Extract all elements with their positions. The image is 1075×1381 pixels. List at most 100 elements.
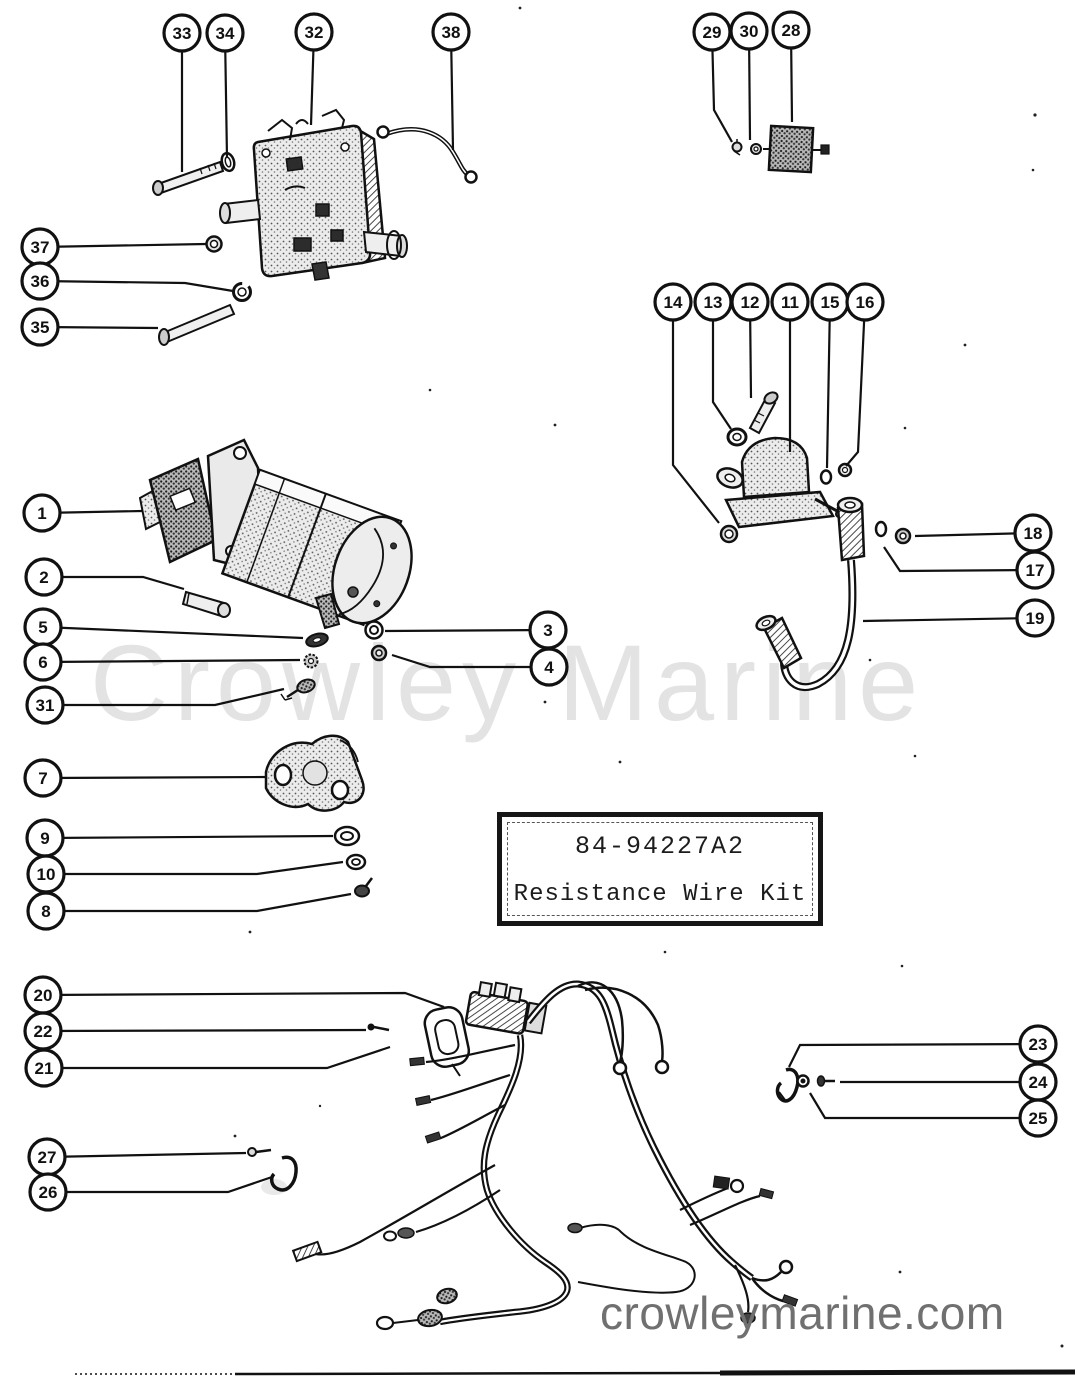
callout-17: 17 bbox=[1015, 550, 1055, 590]
callout-leader-20 bbox=[42, 991, 445, 1009]
nut-37 bbox=[205, 235, 223, 253]
svg-text:28: 28 bbox=[782, 21, 801, 40]
nut-4 bbox=[370, 644, 388, 662]
callout-leader-19 bbox=[862, 616, 1036, 623]
callout-3: 3 bbox=[528, 610, 568, 650]
callout-38: 38 bbox=[431, 12, 471, 52]
screw-27 bbox=[247, 1147, 272, 1157]
callout-37: 37 bbox=[20, 227, 60, 267]
callout-leader-8 bbox=[46, 892, 352, 913]
svg-text:26: 26 bbox=[39, 1183, 58, 1202]
callout-32: 32 bbox=[294, 12, 334, 52]
svg-text:37: 37 bbox=[31, 238, 50, 257]
svg-text:24: 24 bbox=[1029, 1073, 1048, 1092]
screw-24 bbox=[816, 1075, 835, 1087]
callout-30: 30 bbox=[729, 11, 769, 51]
wire-38 bbox=[376, 125, 478, 184]
callout-leader-15 bbox=[825, 301, 832, 469]
svg-text:3: 3 bbox=[543, 621, 552, 640]
callout-leader-27 bbox=[46, 1151, 247, 1159]
svg-text:1: 1 bbox=[37, 504, 46, 523]
cable-lug-top bbox=[836, 496, 866, 562]
callout-25: 25 bbox=[1018, 1098, 1058, 1138]
terminal-31 bbox=[280, 678, 316, 701]
callout-7: 7 bbox=[23, 758, 63, 798]
star-washer-6 bbox=[303, 653, 319, 669]
callout-10: 10 bbox=[26, 854, 66, 894]
callout-leader-9 bbox=[44, 834, 334, 840]
callout-19: 19 bbox=[1015, 598, 1055, 638]
svg-text:31: 31 bbox=[36, 696, 55, 715]
svg-text:30: 30 bbox=[740, 22, 759, 41]
screw-22 bbox=[367, 1023, 390, 1032]
washer-5 bbox=[305, 632, 329, 648]
svg-text:29: 29 bbox=[703, 23, 722, 42]
svg-text:15: 15 bbox=[821, 293, 840, 312]
callout-36: 36 bbox=[20, 261, 60, 301]
bracket-assembly bbox=[264, 734, 373, 898]
solenoid-body-11 bbox=[716, 436, 849, 529]
callout-9: 9 bbox=[25, 818, 65, 858]
callout-18: 18 bbox=[1013, 513, 1053, 553]
callout-leader-13 bbox=[711, 302, 732, 430]
website-watermark: crowleymarine.com bbox=[600, 1287, 1005, 1339]
svg-text:13: 13 bbox=[704, 293, 723, 312]
svg-text:14: 14 bbox=[664, 293, 683, 312]
screw-8 bbox=[354, 877, 373, 898]
wiring-harness-assembly bbox=[247, 980, 835, 1331]
kit-title: Resistance Wire Kit bbox=[513, 881, 807, 908]
callout-21: 21 bbox=[24, 1048, 64, 1088]
callout-22: 22 bbox=[23, 1011, 63, 1051]
callout-leader-37 bbox=[39, 242, 207, 249]
svg-text:35: 35 bbox=[31, 318, 50, 337]
bracket-7 bbox=[264, 734, 365, 812]
svg-text:19: 19 bbox=[1026, 609, 1045, 628]
regulator-top-tabs bbox=[267, 108, 346, 141]
callout-2: 2 bbox=[24, 557, 64, 597]
callout-23: 23 bbox=[1018, 1024, 1058, 1064]
battery-cable-assembly bbox=[755, 496, 912, 692]
svg-text:6: 6 bbox=[38, 653, 47, 672]
callout-leader-35 bbox=[39, 325, 159, 330]
resistance-wire-kit-box: 84-94227A2 Resistance Wire Kit bbox=[497, 812, 823, 926]
callout-leader-16 bbox=[845, 301, 867, 467]
callout-leader-17 bbox=[883, 546, 1036, 573]
bolt-12 bbox=[748, 391, 779, 435]
washer-3 bbox=[364, 620, 384, 640]
grommet-21 bbox=[423, 1006, 471, 1077]
terminal-block-assembly bbox=[731, 124, 830, 174]
terminal-block-28 bbox=[767, 124, 830, 174]
svg-text:18: 18 bbox=[1024, 524, 1043, 543]
callout-20: 20 bbox=[23, 975, 63, 1015]
callout-leader-7 bbox=[42, 775, 267, 780]
callout-12: 12 bbox=[730, 282, 770, 322]
callout-leader-5 bbox=[42, 625, 304, 640]
voltage-regulator-illustration bbox=[219, 108, 408, 281]
washer-15 bbox=[819, 469, 833, 485]
kit-part-number: 84-94227A2 bbox=[574, 832, 746, 861]
svg-text:25: 25 bbox=[1029, 1109, 1048, 1128]
nut-14 bbox=[719, 524, 739, 544]
svg-text:11: 11 bbox=[781, 293, 799, 312]
svg-text:8: 8 bbox=[41, 902, 50, 921]
callout-leader-2 bbox=[44, 575, 185, 591]
solenoid-assembly bbox=[716, 391, 853, 544]
callout-leader-36 bbox=[39, 279, 234, 293]
callout-1: 1 bbox=[22, 493, 62, 533]
callout-13: 13 bbox=[693, 282, 733, 322]
regulator-terminals bbox=[219, 198, 408, 281]
svg-text:5: 5 bbox=[38, 618, 47, 637]
callout-35: 35 bbox=[20, 307, 60, 347]
washer-17 bbox=[874, 520, 888, 538]
svg-text:2: 2 bbox=[39, 568, 48, 587]
callout-leader-10 bbox=[46, 860, 344, 876]
callout-8: 8 bbox=[26, 891, 66, 931]
bottom-rule bbox=[75, 1369, 1075, 1376]
callout-leader-34 bbox=[223, 32, 229, 159]
callout-leader-23 bbox=[788, 1042, 1039, 1068]
svg-text:23: 23 bbox=[1029, 1035, 1048, 1054]
svg-text:22: 22 bbox=[34, 1022, 53, 1041]
callout-leader-21 bbox=[44, 1045, 391, 1070]
